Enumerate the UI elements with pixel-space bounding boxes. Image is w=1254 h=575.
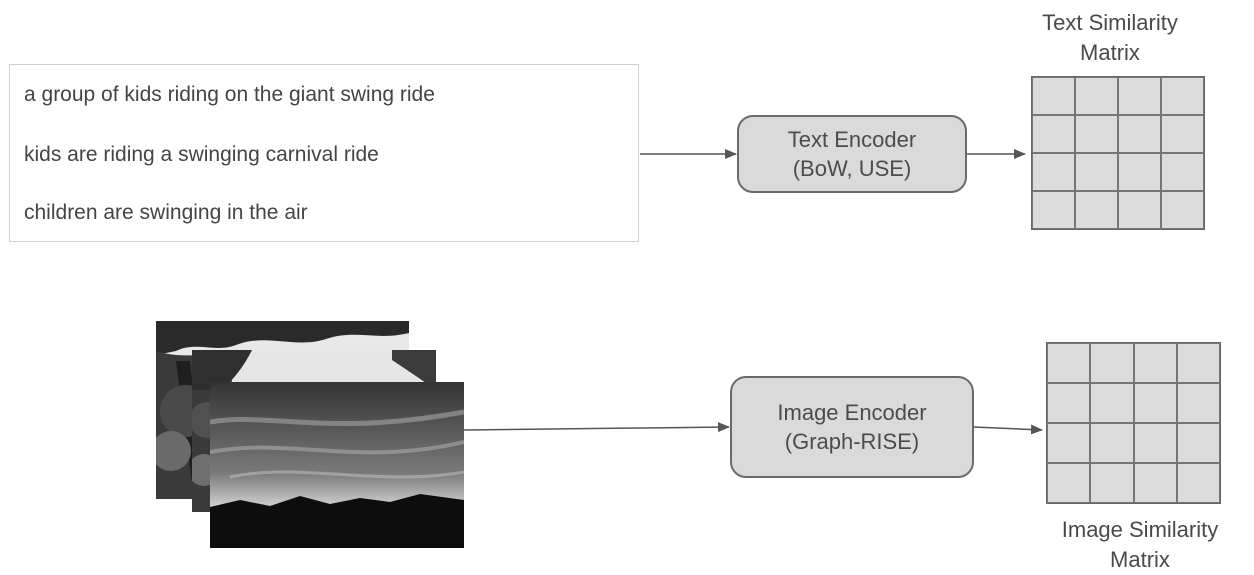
matrix-cell xyxy=(1047,383,1091,423)
image-matrix-title-line1: Image Similarity xyxy=(1061,517,1219,542)
matrix-cell xyxy=(1090,383,1134,423)
text-matrix-title-line2: Matrix xyxy=(1080,40,1140,65)
matrix-cell xyxy=(1090,343,1134,383)
text-encoder-models: (BoW, USE) xyxy=(792,156,912,181)
image-encoder-box: Image Encoder (Graph-RISE) xyxy=(730,376,974,478)
text-matrix-title-line1: Text Similarity xyxy=(1042,10,1178,35)
caption-2: kids are riding a swinging carnival ride xyxy=(24,143,379,166)
matrix-cell xyxy=(1032,115,1075,153)
matrix-cell xyxy=(1161,77,1204,115)
matrix-cell xyxy=(1075,191,1118,229)
matrix-cell xyxy=(1176,383,1220,423)
matrix-cell xyxy=(1075,77,1118,115)
matrix-cell xyxy=(1133,343,1177,383)
caption-3: children are swinging in the air xyxy=(24,201,308,224)
caption-list: a group of kids riding on the giant swin… xyxy=(9,64,639,242)
image-similarity-matrix xyxy=(1046,342,1221,504)
caption-1: a group of kids riding on the giant swin… xyxy=(24,83,435,106)
matrix-cell xyxy=(1047,463,1091,503)
matrix-cell xyxy=(1032,191,1075,229)
matrix-cell xyxy=(1118,191,1161,229)
matrix-cell xyxy=(1176,423,1220,463)
text-similarity-matrix xyxy=(1031,76,1205,230)
matrix-cell xyxy=(1118,77,1161,115)
matrix-cell xyxy=(1090,463,1134,503)
matrix-cell xyxy=(1032,153,1075,191)
matrix-cell xyxy=(1118,153,1161,191)
image-encoder-models: (Graph-RISE) xyxy=(784,429,920,454)
matrix-cell xyxy=(1075,115,1118,153)
image-matrix-title-line2: Matrix xyxy=(1110,547,1170,572)
text-encoder-box: Text Encoder (BoW, USE) xyxy=(737,115,967,193)
matrix-cell xyxy=(1176,463,1220,503)
matrix-cell xyxy=(1133,383,1177,423)
matrix-cell xyxy=(1161,153,1204,191)
arrow-images-to-image-encoder xyxy=(463,422,730,433)
matrix-cell xyxy=(1133,463,1177,503)
matrix-cell xyxy=(1047,343,1091,383)
text-matrix-title: Text Similarity Matrix xyxy=(1010,8,1210,68)
matrix-cell xyxy=(1118,115,1161,153)
matrix-cell xyxy=(1133,423,1177,463)
matrix-cell xyxy=(1161,115,1204,153)
matrix-cell xyxy=(1176,343,1220,383)
image-matrix-title: Image Similarity Matrix xyxy=(1030,515,1250,575)
arrow-image-encoder-to-matrix xyxy=(973,424,1043,435)
matrix-cell xyxy=(1161,191,1204,229)
sunset-sky-photo xyxy=(210,382,464,548)
image-encoder-label: Image Encoder xyxy=(777,400,927,425)
matrix-cell xyxy=(1047,423,1091,463)
matrix-cell xyxy=(1075,153,1118,191)
matrix-cell xyxy=(1090,423,1134,463)
text-encoder-label: Text Encoder xyxy=(787,127,917,152)
matrix-cell xyxy=(1032,77,1075,115)
